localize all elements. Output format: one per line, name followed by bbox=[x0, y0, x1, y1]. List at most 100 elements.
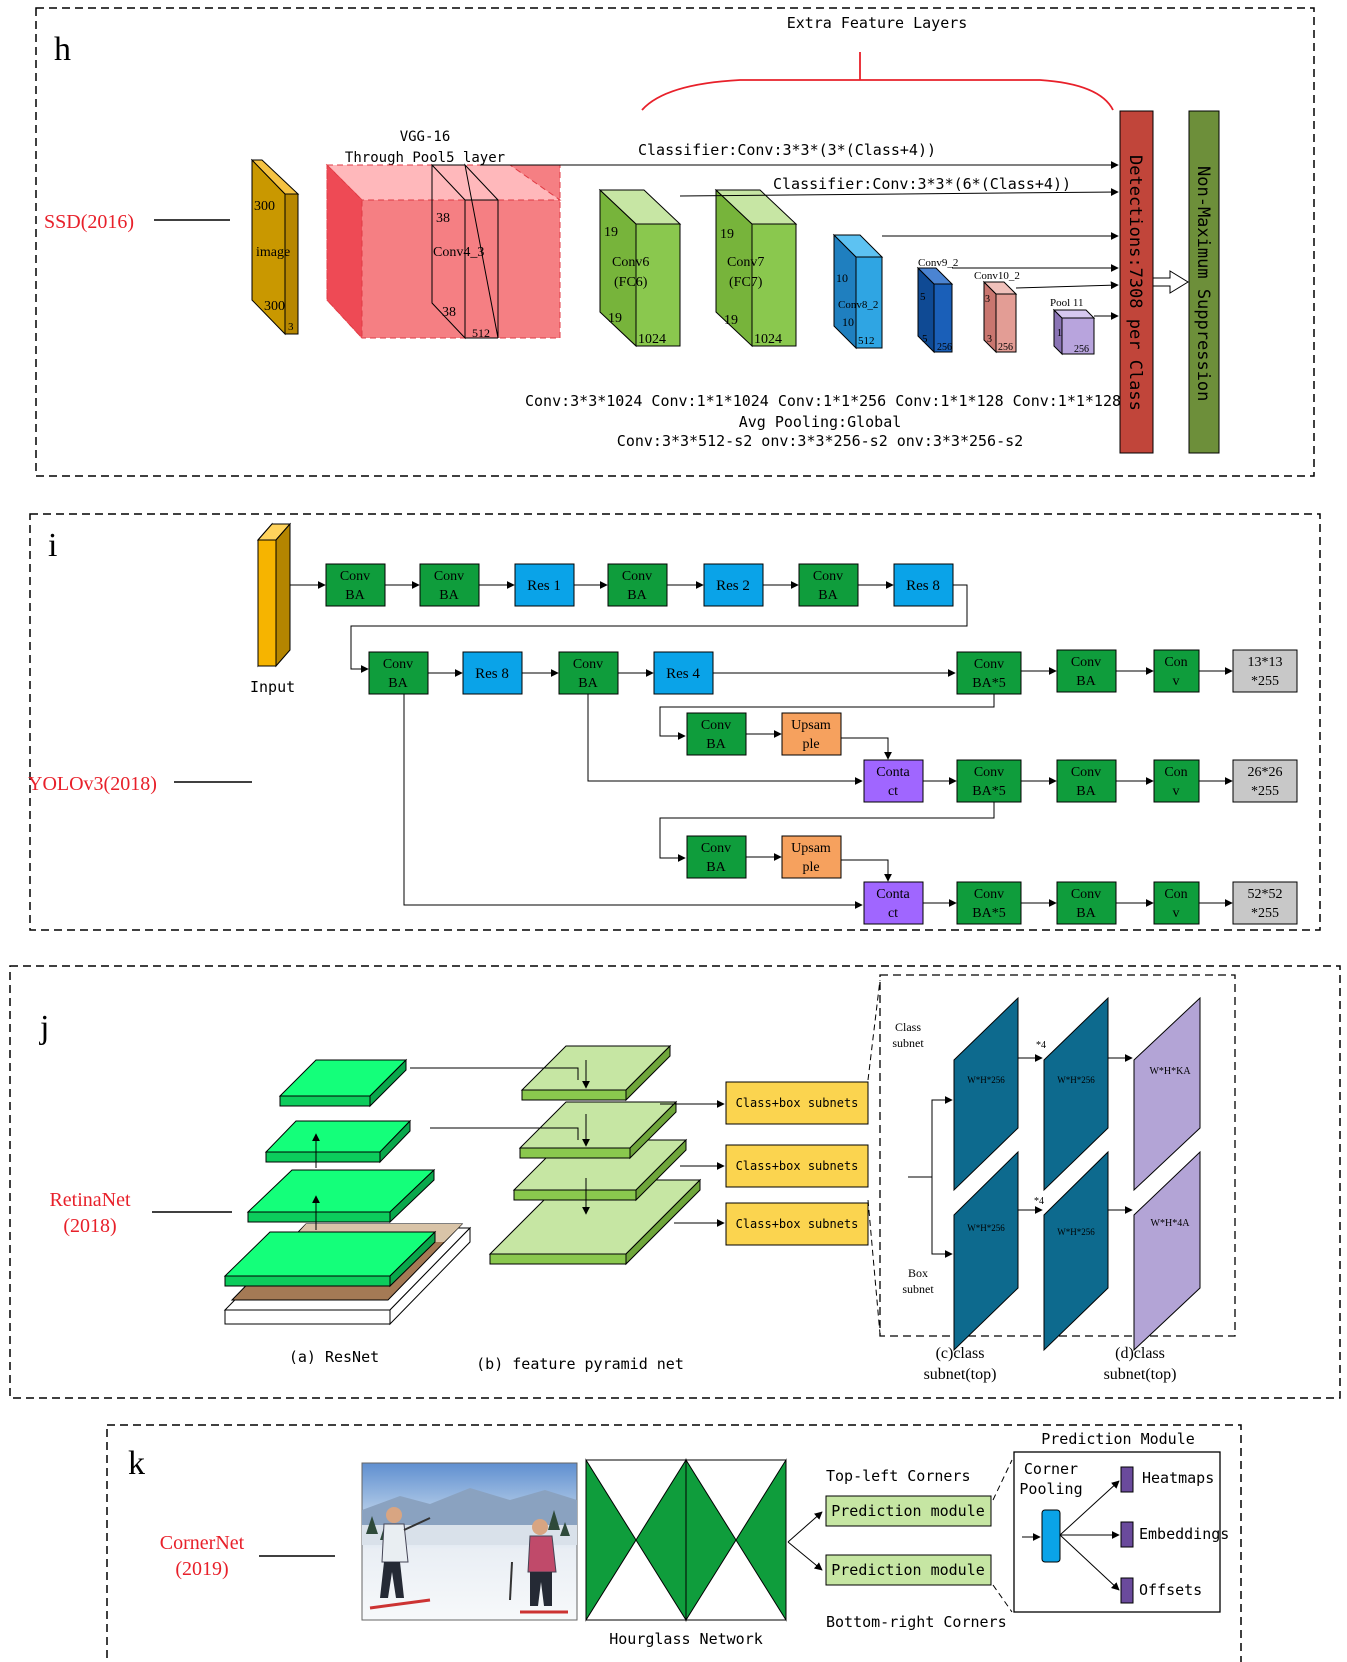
prediction-module-box bbox=[1013, 1451, 1221, 1613]
conv7-bottom: 19 bbox=[724, 313, 738, 328]
svg-text:Con: Con bbox=[1164, 765, 1187, 780]
yolo-output-1b: *255 bbox=[1251, 674, 1279, 689]
caption-c-1: (c)class bbox=[936, 1345, 985, 1362]
ssd-input-depth: 3 bbox=[288, 321, 294, 333]
bottom-right-corners-label: Bottom-right Corners bbox=[826, 1613, 1007, 1631]
svg-text:BA: BA bbox=[578, 676, 598, 691]
conv10-bottom: 3 bbox=[987, 334, 992, 345]
prediction-module-top: Prediction module bbox=[831, 1502, 985, 1520]
classifier-label-2: Classifier:Conv:3*3*(6*(Class+4)) bbox=[773, 175, 1071, 193]
embeddings-label: Embeddings bbox=[1139, 1525, 1229, 1543]
conv9-top: 5 bbox=[920, 291, 926, 303]
box-subnet-2: subnet bbox=[902, 1282, 934, 1296]
conv8-bottom: 10 bbox=[842, 315, 854, 329]
svg-text:Conv: Conv bbox=[813, 569, 843, 584]
conv-list-line-2: Avg Pooling:Global bbox=[739, 413, 902, 431]
model-label-yolo: YOLOv3(2018) bbox=[28, 773, 157, 795]
svg-text:Con: Con bbox=[1164, 655, 1187, 670]
svg-text:Conv: Conv bbox=[1071, 655, 1101, 670]
panel-letter-j: j bbox=[39, 1009, 49, 1046]
svg-text:Res 2: Res 2 bbox=[716, 578, 750, 594]
conv4-name: Conv4_3 bbox=[433, 245, 484, 260]
model-label-retina-2: (2018) bbox=[63, 1215, 116, 1237]
svg-text:W*H*KA: W*H*KA bbox=[1149, 1066, 1191, 1077]
svg-text:v: v bbox=[1173, 674, 1180, 689]
top-left-corners-label: Top-left Corners bbox=[826, 1467, 971, 1485]
svg-text:Conv: Conv bbox=[1071, 887, 1101, 902]
vgg-label-1: VGG-16 bbox=[400, 129, 451, 145]
hourglass-network bbox=[585, 1458, 787, 1622]
class-subnet-2: subnet bbox=[892, 1036, 924, 1050]
svg-text:BA: BA bbox=[1076, 674, 1096, 689]
conv-list-line-1: Conv:3*3*1024 Conv:1*1*1024 Conv:1*1*256… bbox=[525, 392, 1121, 410]
svg-text:Res 1: Res 1 bbox=[527, 578, 561, 594]
panel-letter-i: i bbox=[48, 527, 57, 564]
yolo-row-4: Conv BA Upsam ple Conta ct Conv BA*5 Con… bbox=[403, 694, 1298, 925]
svg-text:W*H*256: W*H*256 bbox=[967, 1223, 1005, 1233]
yolo-output-3b: *255 bbox=[1251, 906, 1279, 921]
svg-text:ple: ple bbox=[802, 737, 819, 752]
svg-text:v: v bbox=[1173, 906, 1180, 921]
ssd-input-mid: image bbox=[256, 245, 290, 260]
conv9-name: Conv9_2 bbox=[918, 257, 958, 269]
yolo-row-3: Conv BA Upsam ple Conta ct Conv BA*5 Con… bbox=[587, 694, 1298, 803]
conv6-name2: (FC6) bbox=[614, 275, 648, 290]
conv7-name1: Conv7 bbox=[727, 255, 764, 270]
caption-b: (b) feature pyramid net bbox=[476, 1355, 684, 1373]
detections-label: Detections:7308 per Class bbox=[1125, 155, 1145, 411]
nms-label: Non-Maximum Suppression bbox=[1193, 166, 1213, 401]
svg-text:W*H*256: W*H*256 bbox=[967, 1075, 1005, 1085]
svg-text:BA: BA bbox=[345, 588, 365, 603]
svg-text:BA: BA bbox=[1076, 784, 1096, 799]
svg-text:Res 4: Res 4 bbox=[666, 666, 700, 682]
panel-yolo: i YOLOv3(2018) Input Conv BA Conv BA Res… bbox=[28, 513, 1321, 931]
yolo-input-label: Input bbox=[250, 678, 295, 696]
prediction-module-bottom: Prediction module bbox=[831, 1561, 985, 1579]
svg-text:Res 8: Res 8 bbox=[906, 578, 940, 594]
hourglass-label: Hourglass Network bbox=[609, 1630, 763, 1648]
svg-text:ct: ct bbox=[888, 784, 898, 799]
svg-text:Conta: Conta bbox=[876, 887, 910, 902]
svg-text:BA: BA bbox=[1076, 906, 1096, 921]
panel-ssd: h SSD(2016) Extra Feature Layers 300 ima… bbox=[35, 7, 1315, 477]
classifier-label-1: Classifier:Conv:3*3*(3*(Class+4)) bbox=[638, 141, 936, 159]
svg-text:Conv: Conv bbox=[340, 569, 370, 584]
conv6-top: 19 bbox=[604, 225, 618, 240]
detections-bar bbox=[1119, 110, 1154, 454]
yolo-row-1: Conv BA Conv BA Res 1 Conv BA Res 2 Conv… bbox=[290, 563, 968, 673]
panel-letter-k: k bbox=[128, 1445, 145, 1482]
svg-text:Upsam: Upsam bbox=[791, 718, 831, 733]
extra-feature-layers-label: Extra Feature Layers bbox=[787, 14, 968, 32]
svg-text:Conv: Conv bbox=[383, 657, 413, 672]
conv10-top: 3 bbox=[985, 294, 990, 305]
svg-text:Conv: Conv bbox=[701, 841, 731, 856]
nms-bar bbox=[1188, 110, 1220, 454]
conv8-depth: 512 bbox=[858, 335, 875, 347]
conv-list-line-3: Conv:3*3*512-s2 onv:3*3*256-s2 onv:3*3*2… bbox=[617, 432, 1023, 450]
pool11-depth: 256 bbox=[1074, 344, 1089, 355]
svg-text:Conv: Conv bbox=[622, 569, 652, 584]
svg-text:Conv: Conv bbox=[974, 765, 1004, 780]
model-label-corner-2: (2019) bbox=[175, 1558, 228, 1580]
conv10-depth: 256 bbox=[998, 342, 1013, 353]
svg-text:*4: *4 bbox=[1034, 1196, 1044, 1207]
panel-letter-h: h bbox=[54, 31, 71, 68]
yolo-row-2: Conv BA Res 8 Conv BA Res 4 Conv BA*5 Co… bbox=[368, 649, 1298, 695]
conv4-bottom: 38 bbox=[442, 305, 456, 320]
prediction-module-title: Prediction Module bbox=[1041, 1430, 1195, 1448]
model-label-retina-1: RetinaNet bbox=[49, 1189, 131, 1211]
svg-text:BA: BA bbox=[706, 860, 726, 875]
extra-feature-brace bbox=[641, 52, 1114, 111]
conv7-top: 19 bbox=[720, 227, 734, 242]
caption-d-2: subnet(top) bbox=[1104, 1366, 1177, 1383]
corner-pooling-1: Corner bbox=[1024, 1460, 1078, 1478]
subnet-label-3: Class+box subnets bbox=[736, 1217, 859, 1231]
svg-text:W*H*4A: W*H*4A bbox=[1151, 1218, 1191, 1229]
model-label-ssd: SSD(2016) bbox=[44, 211, 134, 233]
svg-text:Conv: Conv bbox=[701, 718, 731, 733]
pool11-mid: 1 bbox=[1057, 328, 1062, 339]
caption-d-1: (d)class bbox=[1115, 1345, 1165, 1362]
caption-a: (a) ResNet bbox=[289, 1348, 379, 1366]
svg-text:BA: BA bbox=[439, 588, 459, 603]
